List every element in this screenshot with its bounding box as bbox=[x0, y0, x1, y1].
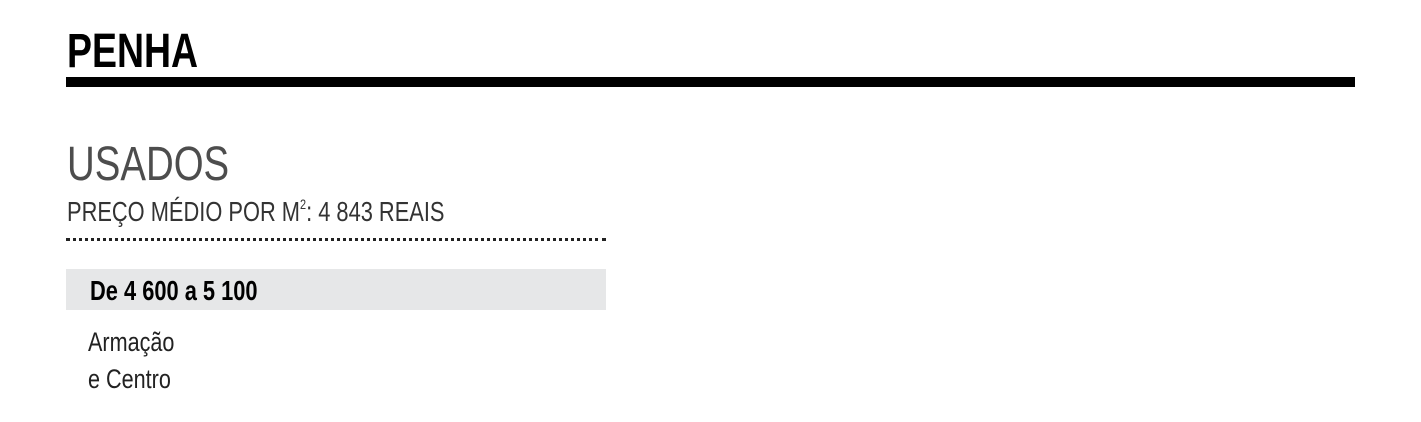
section-heading: USADOS bbox=[67, 138, 230, 191]
average-price: PREÇO MÉDIO POR M2: 4 843 REAIS bbox=[67, 196, 445, 227]
neighborhood-line: e Centro bbox=[88, 364, 171, 394]
title-divider bbox=[66, 77, 1355, 87]
price-range-label: De 4 600 a 5 100 bbox=[90, 275, 258, 306]
price-range-band bbox=[66, 269, 606, 310]
page-title: PENHA bbox=[67, 25, 199, 78]
average-price-value: : 4 843 REAIS bbox=[306, 196, 445, 227]
neighborhood-line: Armação bbox=[88, 327, 175, 357]
dotted-divider bbox=[66, 238, 606, 241]
average-price-superscript: 2 bbox=[299, 196, 307, 212]
average-price-prefix: PREÇO MÉDIO POR M bbox=[67, 196, 300, 227]
